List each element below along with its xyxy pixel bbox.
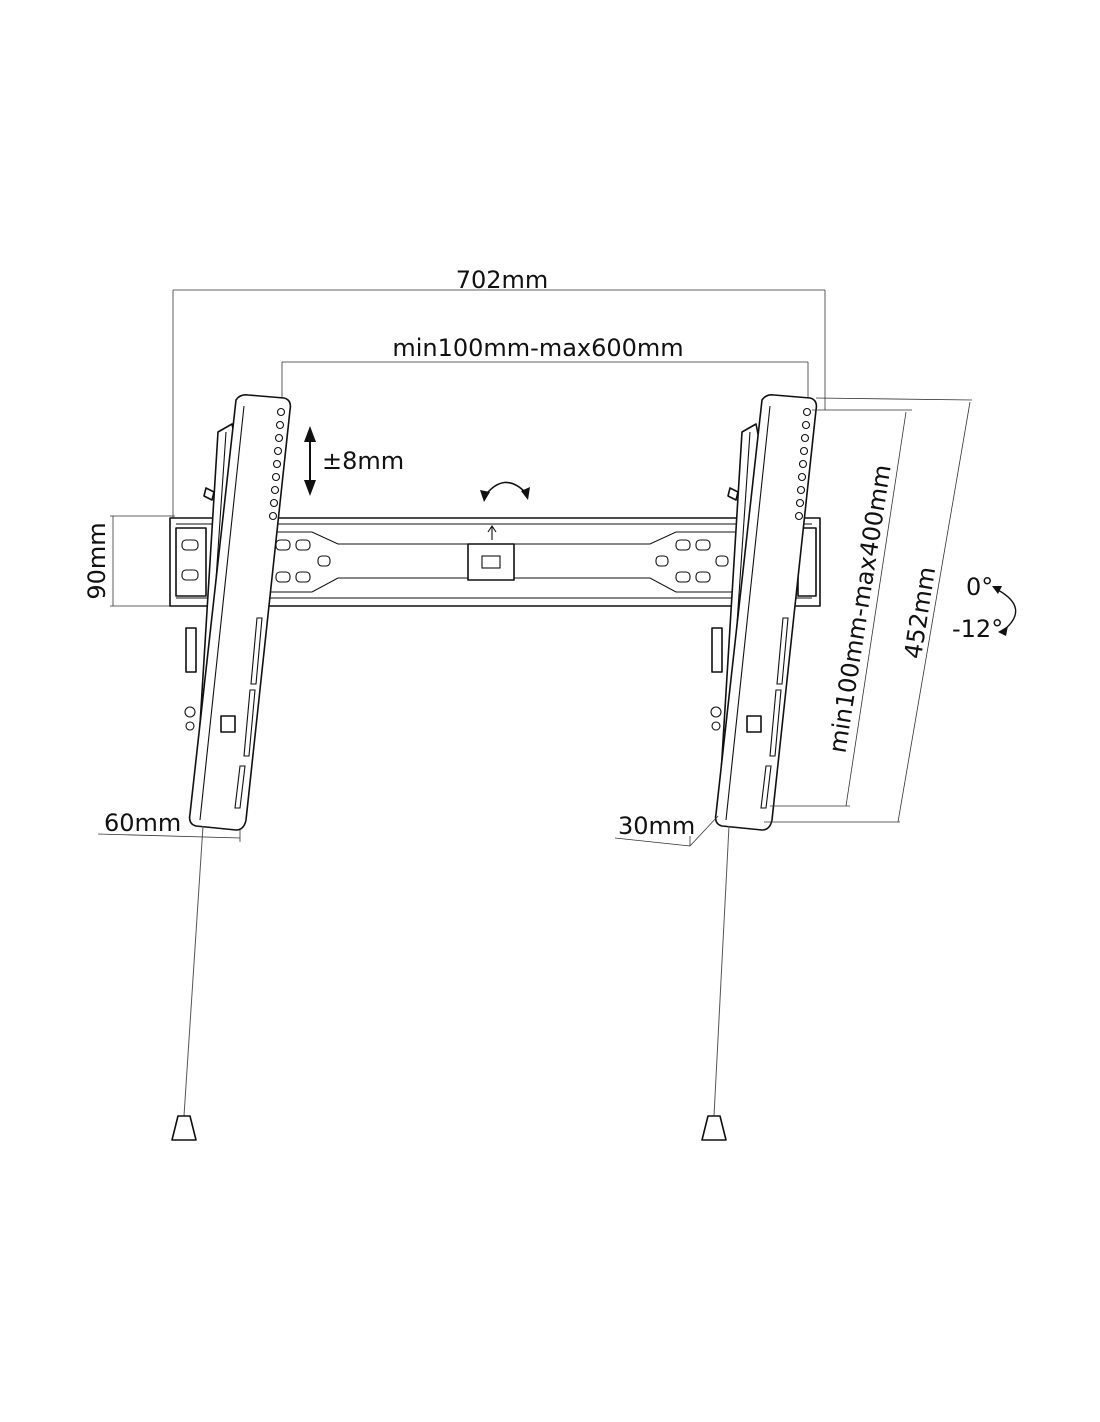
- overall-width-label: 702mm: [456, 266, 549, 294]
- tilt-min-label: -12°: [952, 615, 1003, 643]
- left-depth-label: 60mm: [104, 809, 181, 837]
- right-depth-label: 30mm: [618, 812, 695, 840]
- rotate-arrow-icon: [480, 481, 530, 502]
- right-depth-dimension: 30mm: [614, 812, 719, 847]
- right-vesa-arm: [701, 394, 818, 1141]
- vertical-adjust-label: ±8mm: [322, 447, 404, 475]
- left-depth-dimension: 60mm: [97, 809, 241, 842]
- arrow-up-icon: [304, 426, 316, 442]
- wall-rail: [169, 517, 821, 607]
- overall-width-dimension: 702mm: [172, 266, 826, 520]
- right-cord-weight: [701, 1115, 727, 1141]
- rail-height-label: 90mm: [83, 522, 111, 599]
- left-cord-weight: [171, 1115, 197, 1141]
- arm-length-dimension: 452mm: [764, 397, 973, 823]
- horizontal-vesa-dimension: min100mm-max600mm: [281, 334, 809, 410]
- tilt-max-label: 0°: [966, 573, 993, 601]
- arm-length-label: 452mm: [899, 565, 941, 661]
- left-arm-hole-column: [268, 407, 286, 521]
- left-vesa-arm: [171, 394, 292, 1141]
- horizontal-vesa-label: min100mm-max600mm: [392, 334, 683, 362]
- rail-height-dimension: 90mm: [83, 515, 175, 607]
- arrow-down-icon: [304, 480, 316, 496]
- tilt-indicator: 0° -12°: [952, 573, 1017, 643]
- vertical-adjust-indicator: ±8mm: [304, 426, 404, 496]
- right-arm-hole-column: [794, 407, 812, 521]
